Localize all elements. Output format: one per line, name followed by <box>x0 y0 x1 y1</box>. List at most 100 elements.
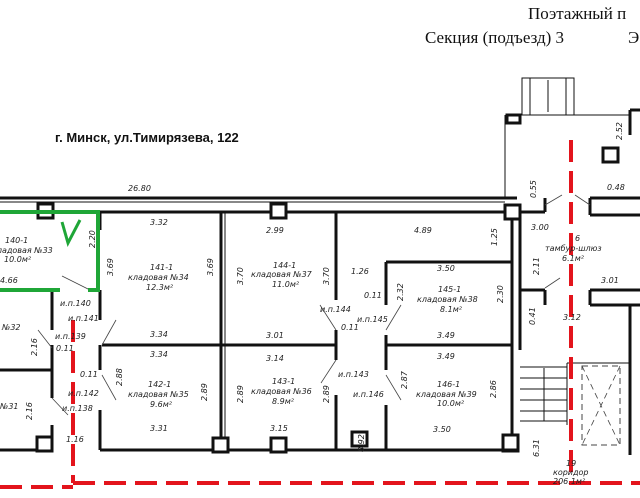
room-31: №31 <box>0 402 19 411</box>
room-name: кладовая №36 <box>251 387 312 396</box>
dim: 6.31 <box>532 439 541 457</box>
opening-label: и.п.141 <box>68 314 99 323</box>
room-35: 142-1 кладовая №35 9.6м² <box>128 380 189 409</box>
room-area: 8.9м² <box>272 397 295 406</box>
room-38: 145-1 кладовая №38 8.1м² <box>417 285 478 314</box>
dim: 3.15 <box>270 424 288 433</box>
section-label: Секция (подъезд) 3 <box>425 28 565 47</box>
dim: 2.89 <box>322 385 331 403</box>
dim: 3.69 <box>106 258 115 276</box>
room-name: кладовая №33 <box>0 246 53 255</box>
elevator-shaft <box>581 365 621 446</box>
dim: 8.92 <box>357 434 366 452</box>
room-area: 12.3м² <box>146 283 174 292</box>
dim: 2.86 <box>489 380 498 398</box>
room-name: кладовая №39 <box>416 390 477 399</box>
room-id: 142-1 <box>148 380 171 389</box>
room-name: кладовая №35 <box>128 390 189 399</box>
dim: 1.16 <box>66 435 84 444</box>
room-id: 143-1 <box>272 377 295 386</box>
room-area: 9.6м² <box>150 400 173 409</box>
entrance-stairs <box>505 77 575 125</box>
dim: 2.89 <box>236 385 245 403</box>
opening-label: и.п.138 <box>62 404 93 413</box>
room-36: 143-1 кладовая №36 8.9м² <box>251 377 312 406</box>
room-id: 140-1 <box>5 236 28 245</box>
dim: 3.14 <box>266 354 284 363</box>
dim: 3.34 <box>150 350 168 359</box>
opening-label: и.п.145 <box>357 315 388 324</box>
dim: 3.12 <box>563 313 581 322</box>
dim: 3.49 <box>437 331 455 340</box>
dim: 2.30 <box>496 285 505 303</box>
room-id: 6 <box>575 234 580 243</box>
red-boundary-line <box>0 140 640 489</box>
dim: 2.32 <box>396 283 405 301</box>
door-swings <box>37 194 591 416</box>
dim: 3.50 <box>437 264 455 273</box>
dim: 0.55 <box>529 180 538 198</box>
highlighted-room-33 <box>0 210 100 292</box>
dim: 3.70 <box>236 267 245 285</box>
room-area: 10.0м² <box>4 255 32 264</box>
dim: 3.00 <box>531 223 549 232</box>
room-id: 145-1 <box>438 285 461 294</box>
walls <box>0 108 640 455</box>
columns <box>35 146 620 454</box>
room-33: 140-1 кладовая №33 10.0м² <box>0 236 53 264</box>
dim: 1.25 <box>490 228 499 246</box>
dim: 0.48 <box>607 183 625 192</box>
room-area: 206.1м² <box>553 477 586 486</box>
room-name: №32 <box>1 323 21 332</box>
dim: 4.66 <box>0 276 18 285</box>
dim: 3.69 <box>206 258 215 276</box>
opening-label: и.п.139 <box>55 332 86 341</box>
dim: 3.34 <box>150 330 168 339</box>
room-area: 11.0м² <box>272 280 300 289</box>
plan-title: Поэтажный п <box>528 4 627 23</box>
room-39: 146-1 кладовая №39 10.0м² <box>416 380 477 408</box>
room-corridor: 19 коридор 206.1м² <box>553 459 589 486</box>
room-name: кладовая №37 <box>251 270 313 279</box>
room-id: 144-1 <box>273 261 296 270</box>
dim: 4.89 <box>414 226 432 235</box>
dim: 0.11 <box>56 344 74 353</box>
dim: 2.88 <box>115 368 124 386</box>
opening-label: и.п.144 <box>320 305 351 314</box>
dim: 3.50 <box>433 425 451 434</box>
dim: 3.31 <box>150 424 168 433</box>
dim-overall: 26.80 <box>128 184 151 193</box>
dim: 3.70 <box>322 267 331 285</box>
staircase <box>520 362 630 425</box>
address: г. Минск, ул.Тимирязева, 122 <box>55 130 239 145</box>
dim: 3.32 <box>150 218 168 227</box>
dim: 3.01 <box>266 331 284 340</box>
dim: 1.26 <box>351 267 369 276</box>
dim: 2.20 <box>88 230 97 248</box>
room-area: 8.1м² <box>440 305 463 314</box>
dim: 2.52 <box>615 122 624 140</box>
room-area: 6.1м² <box>562 254 585 263</box>
dim: 2.11 <box>532 257 541 275</box>
room-name: №31 <box>0 402 19 411</box>
room-name: тамбур-шлюз <box>545 244 602 253</box>
opening-label: и.п.146 <box>353 390 384 399</box>
room-id: 19 <box>566 459 576 468</box>
dim: 0.11 <box>80 370 98 379</box>
room-id: 141-1 <box>150 263 173 272</box>
room-name: кладовая №34 <box>128 273 189 282</box>
room-id: 146-1 <box>437 380 460 389</box>
dim: 0.11 <box>364 291 382 300</box>
dim: 3.01 <box>601 276 619 285</box>
dim: 0.41 <box>528 307 537 325</box>
room-name: кладовая №38 <box>417 295 478 304</box>
room-34: 141-1 кладовая №34 12.3м² <box>128 263 189 292</box>
check-mark-icon <box>60 219 82 248</box>
room-area: 10.0м² <box>437 399 465 408</box>
opening-label: и.п.143 <box>338 370 369 379</box>
dim: 2.89 <box>200 383 209 401</box>
dim: 2.87 <box>400 370 409 389</box>
room-32: №32 <box>1 323 21 332</box>
opening-label: и.п.140 <box>60 299 91 308</box>
